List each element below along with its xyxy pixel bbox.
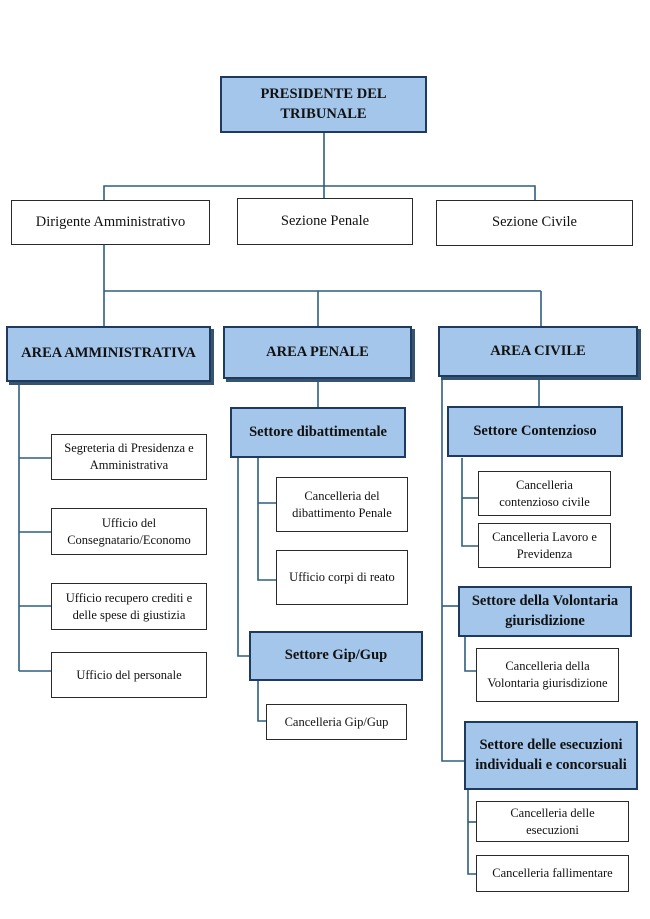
- office-label: Cancelleria della Volontaria giurisdizio…: [487, 659, 608, 690]
- sector-label: Settore Contenzioso: [473, 422, 597, 439]
- office-cancelleria-fallimentare: Cancelleria fallimentare: [476, 855, 629, 892]
- settore-contenzioso-box: Settore Contenzioso: [447, 406, 623, 457]
- office-cancelleria-gip-gup: Cancelleria Gip/Gup: [266, 704, 407, 740]
- sector-label: Settore Gip/Gup: [284, 647, 388, 664]
- area-civile-box: AREA CIVILE: [438, 326, 638, 377]
- area-amministrativa-label: AREA AMMINISTRATIVA: [21, 345, 196, 362]
- sector-label: Settore della Volontaria giurisdizione: [471, 592, 619, 629]
- office-recupero-crediti: Ufficio recupero crediti e delle spese d…: [51, 583, 207, 630]
- sezione-civile-box: Sezione Civile: [436, 200, 633, 246]
- office-label: Cancelleria del dibattimento Penale: [292, 488, 392, 520]
- settore-gip-gup-box: Settore Gip/Gup: [249, 631, 423, 681]
- area-civile-label: AREA CIVILE: [490, 342, 586, 359]
- office-label: Ufficio corpi di reato: [289, 570, 395, 585]
- office-volontaria-giurisdizione: Cancelleria della Volontaria giurisdizio…: [476, 648, 619, 702]
- dirigente-label: Dirigente Amministrativo: [35, 213, 186, 230]
- office-label: Ufficio recupero crediti e delle spese d…: [65, 590, 193, 622]
- sector-label: Settore delle esecuzioni individuali e c…: [475, 736, 627, 773]
- office-label: Cancelleria delle esecuzioni: [510, 805, 595, 837]
- office-personale: Ufficio del personale: [51, 652, 207, 698]
- sezione-penale-label: Sezione Penale: [280, 212, 370, 229]
- office-contenzioso-civile: Cancelleria contenzioso civile: [478, 471, 611, 516]
- office-label: Segreteria di Presidenza e Amministrativ…: [64, 441, 194, 472]
- dirigente-box: Dirigente Amministrativo: [11, 200, 210, 245]
- area-amministrativa-box: AREA AMMINISTRATIVA: [6, 326, 211, 382]
- sezione-civile-label: Sezione Civile: [492, 214, 577, 231]
- office-cancelleria-dibattimento: Cancelleria del dibattimento Penale: [276, 477, 408, 532]
- office-label: Cancelleria fallimentare: [492, 866, 613, 881]
- president-label: PRESIDENTE DEL TRIBUNALE: [260, 85, 387, 122]
- sector-label: Settore dibattimentale: [249, 423, 387, 440]
- settore-volontaria-box: Settore della Volontaria giurisdizione: [458, 586, 632, 637]
- sezione-penale-box: Sezione Penale: [237, 198, 413, 245]
- president-box: PRESIDENTE DEL TRIBUNALE: [220, 76, 427, 133]
- area-penale-box: AREA PENALE: [223, 326, 412, 379]
- office-label: Cancelleria Gip/Gup: [284, 714, 389, 729]
- office-corpi-di-reato: Ufficio corpi di reato: [276, 550, 408, 605]
- office-label: Cancelleria contenzioso civile: [499, 477, 590, 509]
- office-consegnatario: Ufficio del Consegnatario/Economo: [51, 508, 207, 555]
- office-lavoro-previdenza: Cancelleria Lavoro e Previdenza: [478, 523, 611, 568]
- office-label: Cancelleria Lavoro e Previdenza: [492, 529, 597, 561]
- office-segreteria: Segreteria di Presidenza e Amministrativ…: [51, 434, 207, 480]
- office-label: Ufficio del personale: [76, 667, 182, 682]
- area-penale-label: AREA PENALE: [266, 343, 369, 360]
- office-cancelleria-esecuzioni: Cancelleria delle esecuzioni: [476, 801, 629, 842]
- office-label: Ufficio del Consegnatario/Economo: [67, 515, 191, 547]
- settore-dibattimentale-box: Settore dibattimentale: [230, 407, 406, 458]
- settore-esecuzioni-box: Settore delle esecuzioni individuali e c…: [464, 721, 638, 790]
